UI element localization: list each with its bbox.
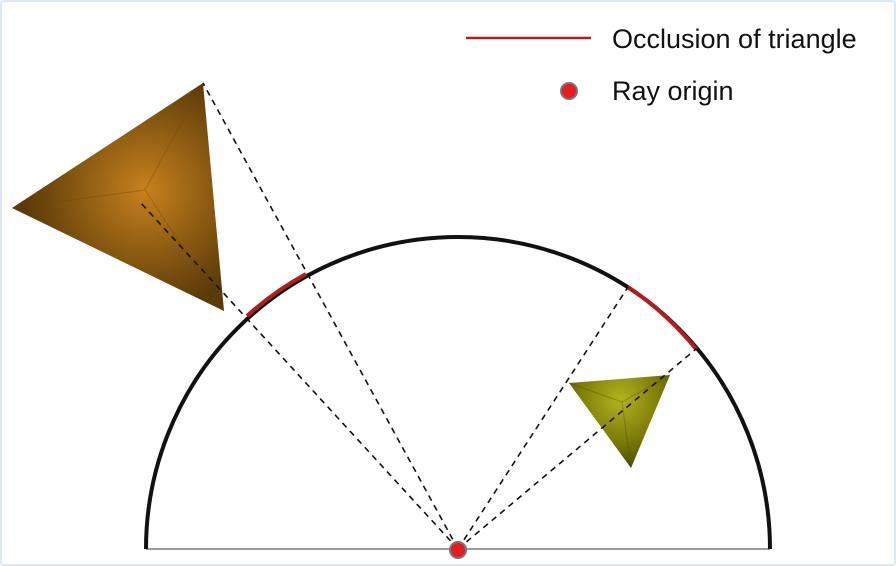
ray-to-large-triangle-inner: [139, 201, 459, 550]
legend-ray-origin-label: Ray origin: [612, 76, 734, 106]
legend-occlusion-label: Occlusion of triangle: [612, 24, 857, 54]
small-triangle: [568, 374, 671, 469]
hemisphere-arc: [144, 235, 772, 550]
legend-ray-origin-swatch: [560, 82, 578, 100]
ray-to-large-triangle-top: [202, 82, 459, 550]
ray-to-small-triangle-left: [457, 286, 629, 550]
occlusion-arc-large-triangle: [245, 272, 307, 318]
large-triangle: [11, 82, 225, 312]
ray-to-small-triangle-right: [457, 348, 697, 550]
occlusion-arc-small-triangle: [626, 285, 698, 351]
dashed-rays: [139, 82, 697, 550]
ray-origin-point: [449, 541, 467, 559]
